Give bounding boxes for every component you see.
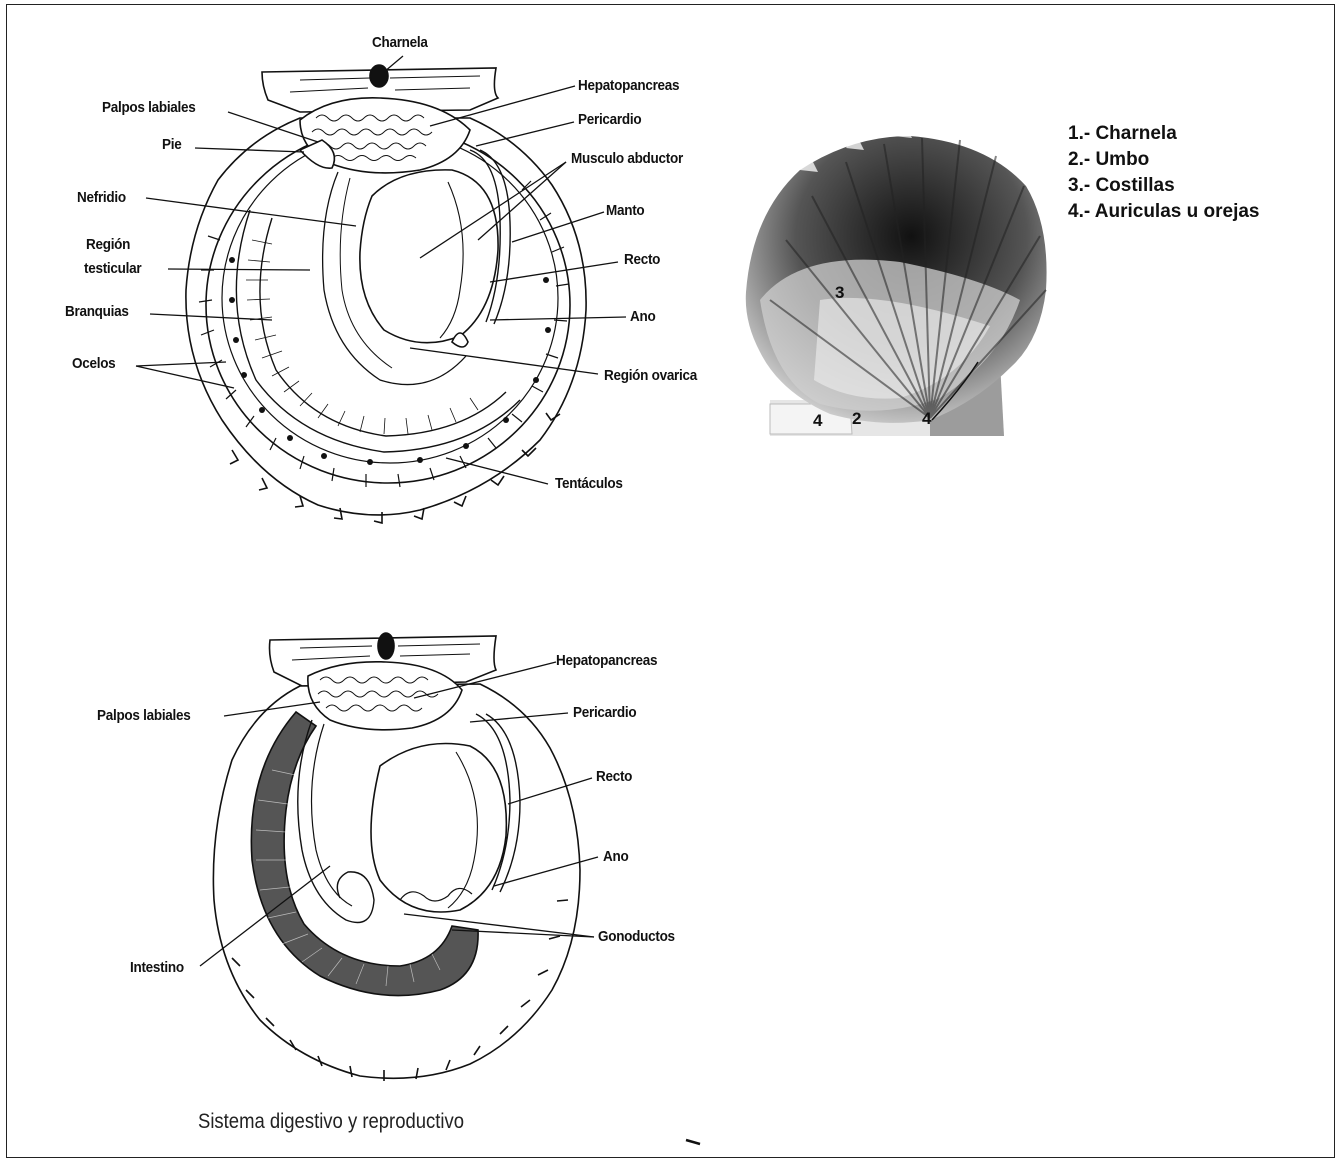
- label-charnela: Charnela: [372, 34, 428, 51]
- label-palpos-labiales-bottom: Palpos labiales: [97, 707, 191, 724]
- scan-mark: [686, 1140, 700, 1144]
- label-pie: Pie: [162, 136, 181, 153]
- label-region-ovarica: Región ovarica: [604, 367, 697, 384]
- label-ocelos: Ocelos: [72, 355, 115, 372]
- label-ano: Ano: [630, 308, 655, 325]
- legend-item-costillas: 3.- Costillas: [1068, 173, 1259, 199]
- photo-number-umbo: 2: [852, 409, 861, 429]
- scallop-photo: [746, 122, 1047, 436]
- figure-caption: Sistema digestivo y reproductivo: [198, 1110, 464, 1134]
- label-tentaculos: Tentáculos: [555, 475, 623, 492]
- label-musculo-abductor: Musculo abductor: [571, 150, 683, 167]
- legend-item-umbo: 2.- Umbo: [1068, 147, 1259, 173]
- label-ano-bottom: Ano: [603, 848, 628, 865]
- photo-number-auricula-right: 4: [922, 409, 931, 429]
- label-hepatopancreas-bottom: Hepatopancreas: [556, 652, 657, 669]
- label-gonoductos: Gonoductos: [598, 928, 675, 945]
- legend: 1.- Charnela 2.- Umbo 3.- Costillas 4.- …: [1068, 121, 1259, 225]
- label-manto: Manto: [606, 202, 644, 219]
- label-palpos-labiales: Palpos labiales: [102, 99, 196, 116]
- legend-item-auriculas: 4.- Auriculas u orejas: [1068, 199, 1259, 225]
- label-pericardio-bottom: Pericardio: [573, 704, 636, 721]
- label-region-testicular-2: testicular: [84, 260, 141, 277]
- label-region-testicular-1: Región: [86, 236, 130, 253]
- label-pericardio: Pericardio: [578, 111, 641, 128]
- label-branquias: Branquias: [65, 303, 129, 320]
- label-nefridio: Nefridio: [77, 189, 126, 206]
- label-recto-bottom: Recto: [596, 768, 632, 785]
- label-hepatopancreas: Hepatopancreas: [578, 77, 679, 94]
- photo-number-costillas: 3: [835, 283, 844, 303]
- bottom-scallop-diagram: [213, 633, 580, 1081]
- photo-number-auricula-left: 4: [813, 411, 822, 431]
- label-intestino: Intestino: [130, 959, 184, 976]
- label-recto: Recto: [624, 251, 660, 268]
- legend-item-charnela: 1.- Charnela: [1068, 121, 1259, 147]
